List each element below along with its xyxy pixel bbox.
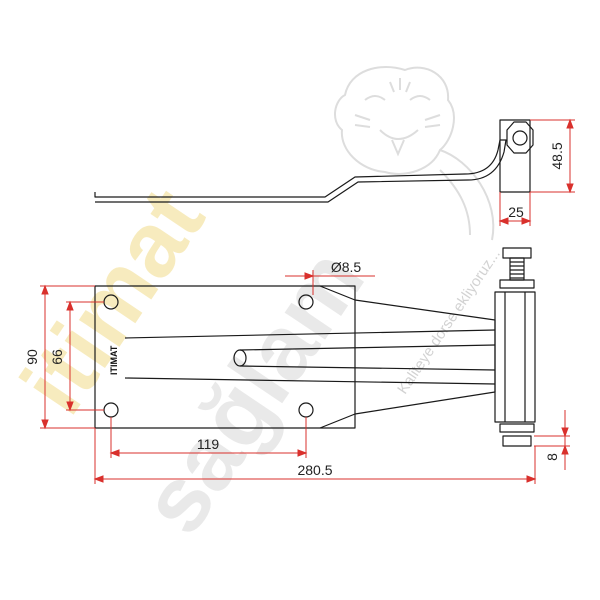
hinge-block — [499, 119, 531, 193]
mounting-plate — [94, 285, 356, 429]
mount-hole-top-right — [298, 294, 314, 310]
strap-center-upper — [239, 344, 496, 351]
part-engraving: ITIMAT — [109, 345, 119, 375]
bolt-thread-top — [509, 257, 525, 281]
strap-rib-lower — [124, 377, 496, 385]
dim-25: 25 — [508, 204, 524, 220]
thread-marks-top — [510, 261, 524, 279]
dimension-lines — [40, 118, 575, 484]
dim-280-5: 280.5 — [297, 462, 332, 478]
tiger-logo-icon — [334, 66, 495, 241]
dimension-texts: 48.5 25 Ø8.5 90 66 119 280.5 8 — [24, 142, 565, 478]
dim-48-5: 48.5 — [549, 142, 565, 169]
nut-top — [502, 247, 532, 259]
dim-8: 8 — [544, 453, 560, 461]
watermark-slogan: Kaliteye dorse ekliyoruz... — [394, 246, 504, 397]
pin-circle-top — [512, 130, 528, 146]
pin-hex-top — [506, 121, 534, 154]
dim-hole-diameter: Ø8.5 — [331, 259, 362, 275]
nut-bottom — [502, 435, 532, 447]
mount-hole-bottom-left — [103, 402, 119, 418]
strap-rib-upper — [124, 329, 496, 339]
plan-view — [94, 247, 536, 447]
knuckle-body — [494, 291, 536, 423]
dim-66: 66 — [49, 349, 65, 365]
slot-center — [233, 349, 247, 367]
dim-90: 90 — [24, 349, 40, 365]
washer-top — [499, 279, 535, 289]
side-view — [94, 119, 534, 203]
strap-center-lower — [239, 365, 496, 371]
dim-119: 119 — [197, 436, 220, 452]
washer-bottom — [499, 423, 535, 433]
